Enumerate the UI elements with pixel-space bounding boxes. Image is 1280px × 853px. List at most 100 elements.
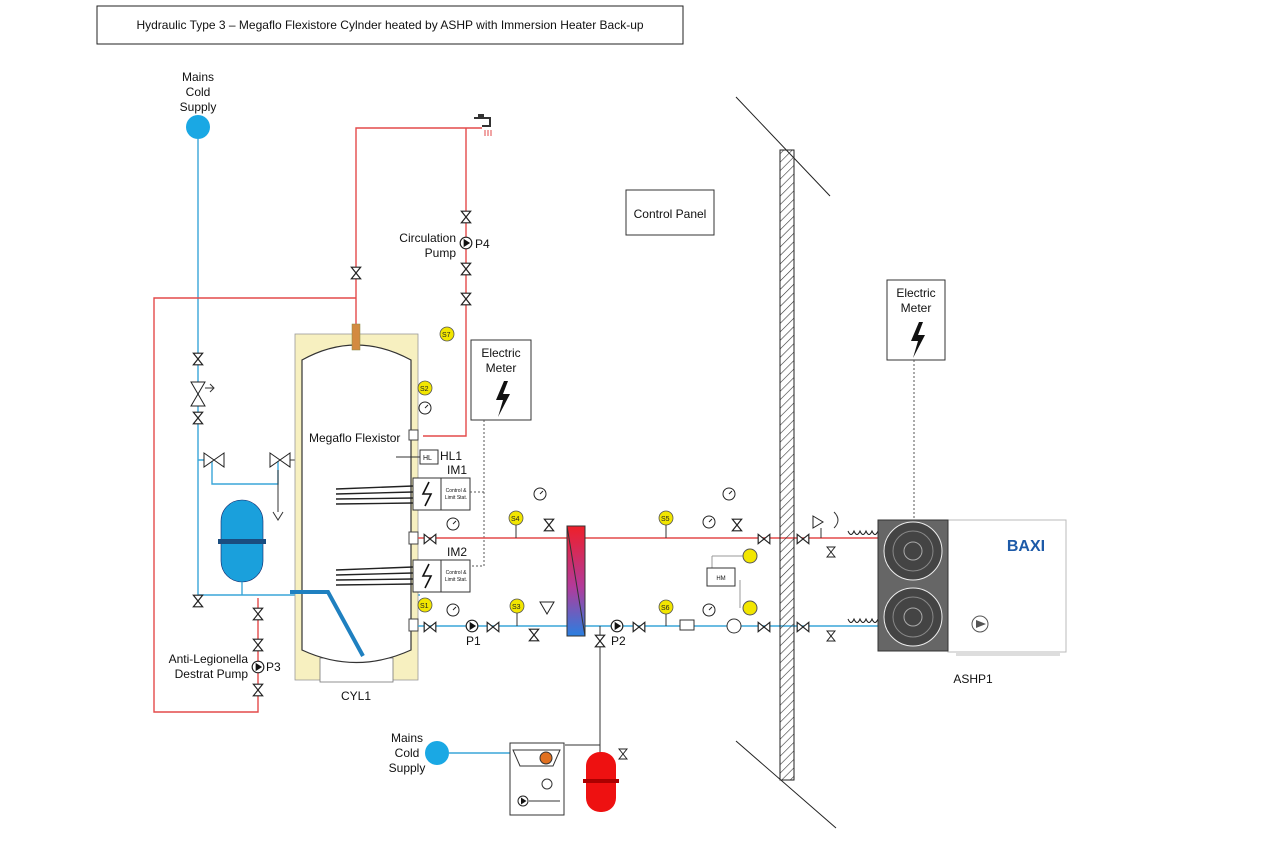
- title-box: Hydraulic Type 3 – Megaflo Flexistore Cy…: [96, 5, 684, 45]
- hot-outlet-valve[interactable]: [350, 266, 362, 280]
- svg-text:S2: S2: [420, 386, 429, 393]
- expansion-vessel-red: [583, 745, 628, 812]
- svg-text:S1: S1: [420, 603, 429, 610]
- mains2-label-2: Cold: [395, 746, 420, 760]
- hl-text: HL: [423, 455, 432, 462]
- drain-valve-left[interactable]: [192, 594, 204, 608]
- im1-label: IM1: [447, 463, 467, 477]
- air-vent-valve-right[interactable]: [731, 518, 743, 532]
- air-vent-valve[interactable]: [543, 518, 555, 532]
- hm-label: HM: [716, 576, 725, 582]
- brand-logo: BAXI: [1007, 538, 1045, 555]
- im2-label: IM2: [447, 545, 467, 559]
- cold-branch-pipe: [198, 459, 279, 485]
- flexible-hose-return: [847, 617, 879, 623]
- flow-valve-cyl[interactable]: [423, 533, 437, 545]
- fill-valve[interactable]: [594, 634, 606, 648]
- p2-label: P2: [611, 634, 626, 648]
- fill-line: [565, 626, 601, 746]
- flow-isolation-inside[interactable]: [757, 533, 771, 545]
- flexible-hose-flow: [847, 529, 879, 535]
- svg-text:S3: S3: [512, 604, 521, 611]
- mains2-label-1: Mains: [391, 731, 423, 745]
- circ-check-valve[interactable]: [460, 262, 472, 276]
- mains2-label-3: Supply: [389, 761, 426, 775]
- flow-isolation-outside[interactable]: [796, 533, 810, 545]
- em2-label-1: Electric: [896, 286, 935, 300]
- im2-stat-2: Limit Stat.: [445, 577, 467, 583]
- secondary-return-port: [408, 429, 419, 441]
- drain-valve-p1[interactable]: [528, 628, 540, 642]
- filling-unit: [509, 742, 565, 816]
- cylinder-label: Megaflo Flexistor: [309, 431, 400, 445]
- lightning-icon: [421, 481, 433, 507]
- heat-meter-sensor-flow: [742, 548, 758, 564]
- mains-cold-supply-icon: [186, 115, 210, 139]
- anti-legionella-label-1: Anti-Legionella: [169, 652, 249, 666]
- circulation-pump-icon[interactable]: [459, 236, 473, 250]
- check-valve-cold[interactable]: [192, 411, 204, 425]
- p4-label: P4: [475, 237, 490, 251]
- em1-label-1: Electric: [481, 346, 520, 360]
- pump-p2-icon[interactable]: [610, 619, 624, 633]
- hl1-label: HL1: [440, 449, 462, 463]
- return-isolation-outside[interactable]: [796, 621, 810, 633]
- immersion-heater-im1: Control & Limit Stat.: [335, 477, 471, 511]
- svg-text:S6: S6: [661, 605, 670, 612]
- cold-inlet-diffuser: [290, 590, 365, 657]
- pump-p3-icon[interactable]: [251, 660, 265, 674]
- cold-isolation-valve[interactable]: [192, 352, 204, 366]
- return-isolation-inside[interactable]: [757, 621, 771, 633]
- ashp1-label: ASHP1: [953, 672, 993, 686]
- drain-valve-return-out[interactable]: [826, 630, 836, 642]
- high-limit-hl1: HL HL1: [396, 449, 462, 465]
- circ-valve-1[interactable]: [460, 210, 472, 224]
- cyl1-label: CYL1: [341, 689, 371, 703]
- destrat-valve-top[interactable]: [252, 607, 264, 621]
- hot-outlet-pipe: [355, 127, 482, 332]
- p1-label: P1: [466, 634, 481, 648]
- pressure-relief-icon[interactable]: [812, 515, 824, 529]
- electric-meter-right: Electric Meter: [886, 279, 946, 520]
- prv-spring-icon: [205, 383, 215, 393]
- pressure-gauge-icon: [722, 487, 736, 501]
- return-valve-cyl[interactable]: [423, 621, 437, 633]
- mains-label-1: Mains: [182, 70, 214, 84]
- p3-label: P3: [266, 660, 281, 674]
- circ-valve-2[interactable]: [460, 292, 472, 306]
- pump-p1-icon[interactable]: [465, 619, 479, 633]
- circulation-label-1: Circulation: [399, 231, 456, 245]
- secondary-return-pipe: [423, 128, 467, 437]
- flow-meter: [679, 619, 695, 631]
- destrat-valve-bottom[interactable]: [252, 683, 264, 697]
- pressure-reducing-valve[interactable]: [190, 381, 206, 407]
- coil-flow-port: [408, 531, 419, 545]
- expansion-relief-valve-right[interactable]: [269, 452, 291, 468]
- heat-meter-sensor-return: [742, 600, 758, 616]
- lightning-icon: [911, 322, 925, 358]
- destrat-check-valve[interactable]: [252, 638, 264, 652]
- safety-valve[interactable]: [539, 601, 555, 615]
- lightning-icon: [421, 563, 433, 589]
- thermometer-icon: [446, 603, 460, 617]
- check-valve-p1[interactable]: [486, 621, 500, 633]
- vessel-valve[interactable]: [618, 748, 628, 760]
- booster-pump-icon: [517, 795, 529, 807]
- sensor-s7: S7: [439, 326, 455, 342]
- electric-meter-left: Electric Meter: [470, 339, 532, 567]
- strainer-icon: [726, 618, 742, 634]
- external-wall: [735, 96, 837, 829]
- sensor-s5: S5: [658, 510, 674, 526]
- check-valve-p2[interactable]: [632, 621, 646, 633]
- expansion-relief-valve-left[interactable]: [203, 452, 225, 468]
- cylinder-cyl1: Megaflo Flexistor: [290, 323, 419, 683]
- destrat-pipe: [153, 297, 356, 713]
- mains-cold-supply-bottom: Mains Cold Supply: [389, 731, 449, 775]
- heat-meter: HM: [706, 548, 758, 616]
- tundish-icon: [272, 511, 284, 521]
- em1-label-2: Meter: [486, 361, 517, 375]
- drain-valve-flow-out[interactable]: [826, 546, 836, 558]
- mains-label-3: Supply: [180, 100, 217, 114]
- thermometer-icon: [702, 603, 716, 617]
